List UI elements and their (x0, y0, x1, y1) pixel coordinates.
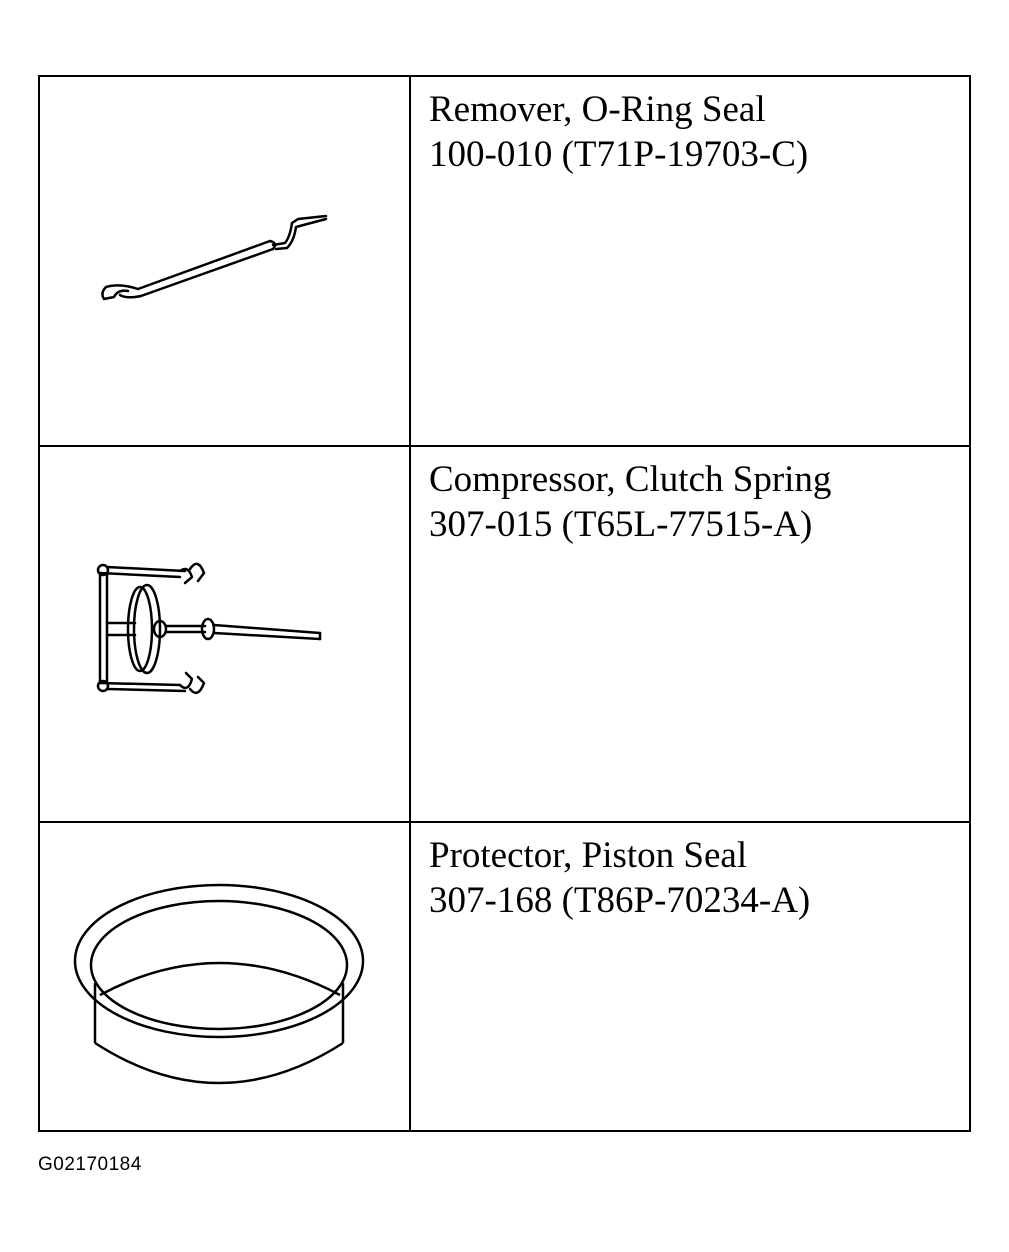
tool-part-number: 100-010 (T71P-19703-C) (429, 134, 809, 175)
tool-name: Remover, O-Ring Seal (429, 89, 766, 130)
tool-description-cell: Remover, O-Ring Seal 100-010 (T71P-19703… (411, 77, 969, 445)
tool-description-cell: Compressor, Clutch Spring 307-015 (T65L-… (411, 447, 969, 821)
clutch-spring-compressor-icon (96, 562, 322, 695)
tool-part-number: 307-168 (T86P-70234-A) (429, 880, 811, 921)
tool-description-cell: Protector, Piston Seal 307-168 (T86P-702… (411, 823, 969, 1132)
tool-illustration-cell (40, 447, 411, 821)
tool-illustration-cell (40, 77, 411, 445)
tool-name: Compressor, Clutch Spring (429, 459, 832, 500)
piston-seal-protector-icon (73, 883, 365, 1085)
tool-part-number: 307-015 (T65L-77515-A) (429, 504, 813, 545)
tool-row-o-ring-remover: Remover, O-Ring Seal 100-010 (T71P-19703… (40, 77, 969, 447)
tool-illustration-cell (40, 823, 411, 1132)
tool-row-clutch-spring-compressor: Compressor, Clutch Spring 307-015 (T65L-… (40, 447, 969, 823)
special-tools-table: Remover, O-Ring Seal 100-010 (T71P-19703… (38, 75, 971, 1132)
o-ring-remover-icon (101, 214, 328, 301)
figure-id: G02170184 (38, 1154, 142, 1175)
tool-name: Protector, Piston Seal (429, 835, 748, 876)
tool-row-piston-seal-protector: Protector, Piston Seal 307-168 (T86P-702… (40, 823, 969, 1132)
